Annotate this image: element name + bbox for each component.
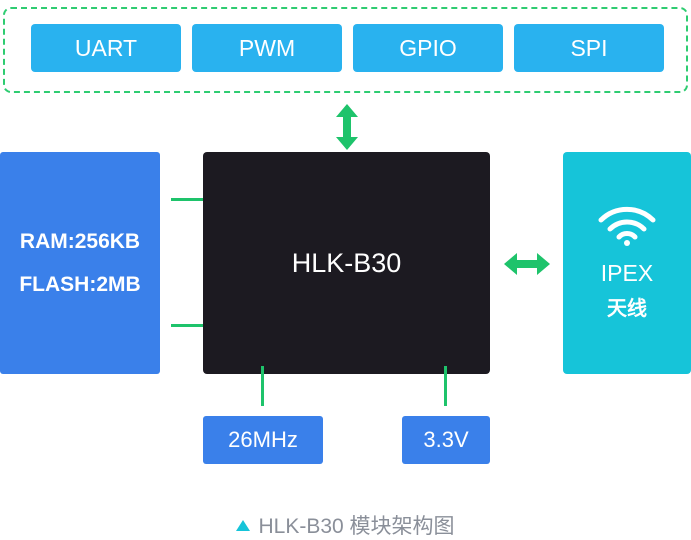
caption: HLK-B30 模块架构图 [0,510,691,540]
chip-label: HLK-B30 [291,247,402,278]
uart-block: UART [31,24,181,72]
memory-connector-top [171,198,211,201]
chip-block: HLK-B30 [203,152,490,374]
voltage-connector [444,366,447,406]
ram-label: RAM:256KB [19,229,141,253]
voltage-block: 3.3V [402,416,490,464]
wifi-icon [598,206,656,246]
crystal-connector [261,366,264,406]
antenna-label-1: IPEX [600,260,654,286]
pwm-block: PWM [192,24,342,72]
memory-block: RAM:256KB FLASH:2MB [0,152,160,374]
interface-group [3,7,688,93]
antenna-block: IPEX 天线 [563,152,691,374]
crystal-block: 26MHz [203,416,323,464]
triangle-icon [236,520,251,531]
gpio-block: GPIO [353,24,503,72]
caption-text: HLK-B30 模块架构图 [258,515,455,538]
antenna-label-2: 天线 [607,298,647,320]
memory-connector-bottom [171,324,211,327]
vertical-double-arrow [336,104,358,150]
flash-label: FLASH:2MB [19,272,141,296]
spi-block: SPI [514,24,664,72]
horizontal-double-arrow [504,253,550,275]
